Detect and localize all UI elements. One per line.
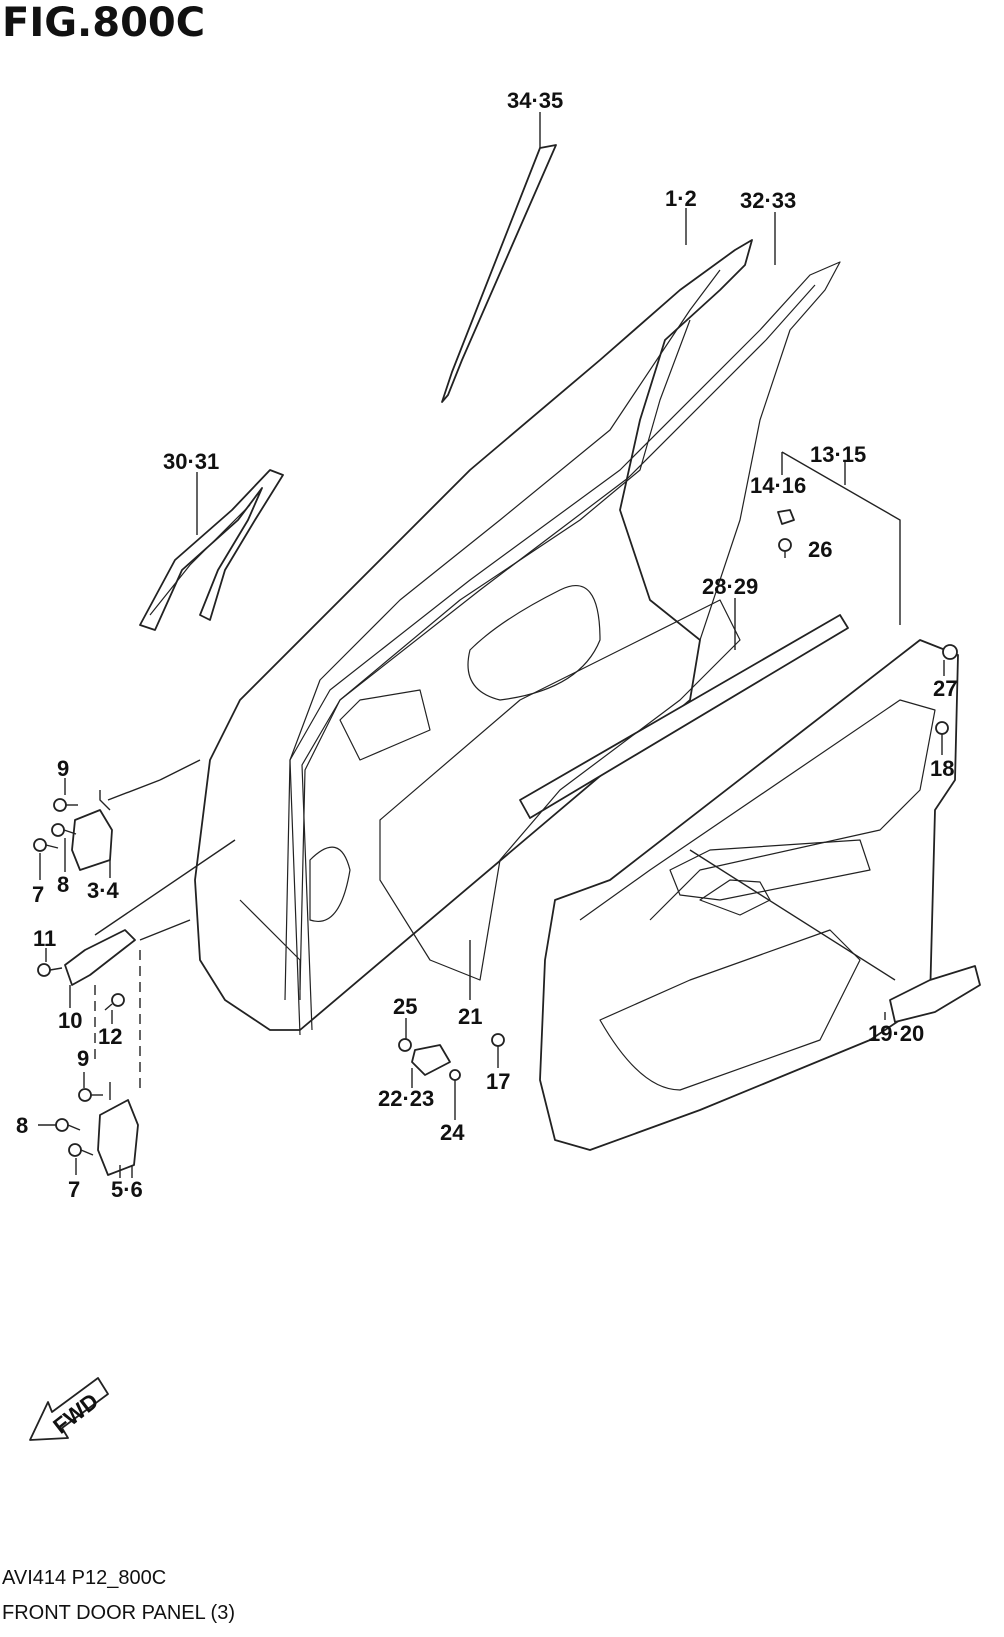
callout-8a: 8 <box>57 872 69 897</box>
callout-27: 27 <box>933 676 957 701</box>
door-panel <box>194 239 753 1031</box>
bolt-8b <box>55 1118 81 1132</box>
clip-17 <box>491 1033 505 1047</box>
bolt-7b <box>68 1143 94 1157</box>
callout-28-29: 28·29 <box>702 574 758 599</box>
callout-34-35: 34·35 <box>507 88 563 113</box>
callout-12: 12 <box>98 1024 122 1049</box>
clip-14-16 <box>777 509 795 525</box>
callout-9a: 9 <box>57 756 69 781</box>
bolt-8a <box>51 823 77 837</box>
callout-25: 25 <box>393 994 417 1019</box>
callout-32-33: 32·33 <box>740 188 796 213</box>
bolt-11 <box>37 963 63 977</box>
callout-19-20: 19·20 <box>868 1021 924 1046</box>
fwd-arrow-icon: FWD <box>29 1377 109 1441</box>
upper-hinge <box>71 809 113 871</box>
bolt-12 <box>104 993 125 1011</box>
callout-18: 18 <box>930 756 954 781</box>
weatherstrip <box>289 261 841 1036</box>
figure-code: AVI414 P12_800C <box>2 1567 167 1589</box>
callout-labels: 34·35 1·2 32·33 30·31 13·15 14·16 26 28·… <box>16 88 957 1202</box>
callout-8b: 8 <box>16 1113 28 1138</box>
belt-moulding <box>519 614 849 819</box>
cap-27 <box>942 644 958 660</box>
callout-26: 26 <box>808 537 832 562</box>
bolt-9b <box>78 1088 103 1102</box>
lower-hinge <box>97 1099 139 1176</box>
glass-run-channel <box>139 469 284 631</box>
figure-title: FIG.800C <box>2 0 206 46</box>
callout-7b: 7 <box>68 1177 80 1202</box>
callout-1-2: 1·2 <box>665 186 697 211</box>
screw-26 <box>778 538 792 558</box>
callout-10: 10 <box>58 1008 82 1033</box>
bolt-7a <box>33 838 59 852</box>
callout-7a: 7 <box>32 882 44 907</box>
leader-lines <box>38 112 945 1178</box>
switch-bezel <box>889 965 981 1023</box>
callout-5-6: 5·6 <box>111 1177 143 1202</box>
door-pad <box>379 599 741 981</box>
pillar-garnish <box>441 144 557 403</box>
figure-caption: FRONT DOOR PANEL (3) <box>2 1602 235 1624</box>
bolt-9a <box>53 798 78 812</box>
bracket-22-23 <box>411 1044 451 1076</box>
callout-14-16: 14·16 <box>750 473 806 498</box>
clip-18 <box>935 721 949 742</box>
callout-30-31: 30·31 <box>163 449 219 474</box>
callout-21: 21 <box>458 1004 482 1029</box>
clip-25 <box>398 1038 412 1052</box>
screw-24 <box>449 1069 461 1081</box>
callout-11: 11 <box>33 926 56 951</box>
callout-13-15: 13·15 <box>810 442 866 467</box>
callout-9b: 9 <box>77 1046 89 1071</box>
callout-17: 17 <box>486 1069 510 1094</box>
callout-22-23: 22·23 <box>378 1086 434 1111</box>
check-link <box>64 929 136 986</box>
callout-24: 24 <box>440 1120 465 1145</box>
callout-3-4: 3·4 <box>87 878 120 903</box>
